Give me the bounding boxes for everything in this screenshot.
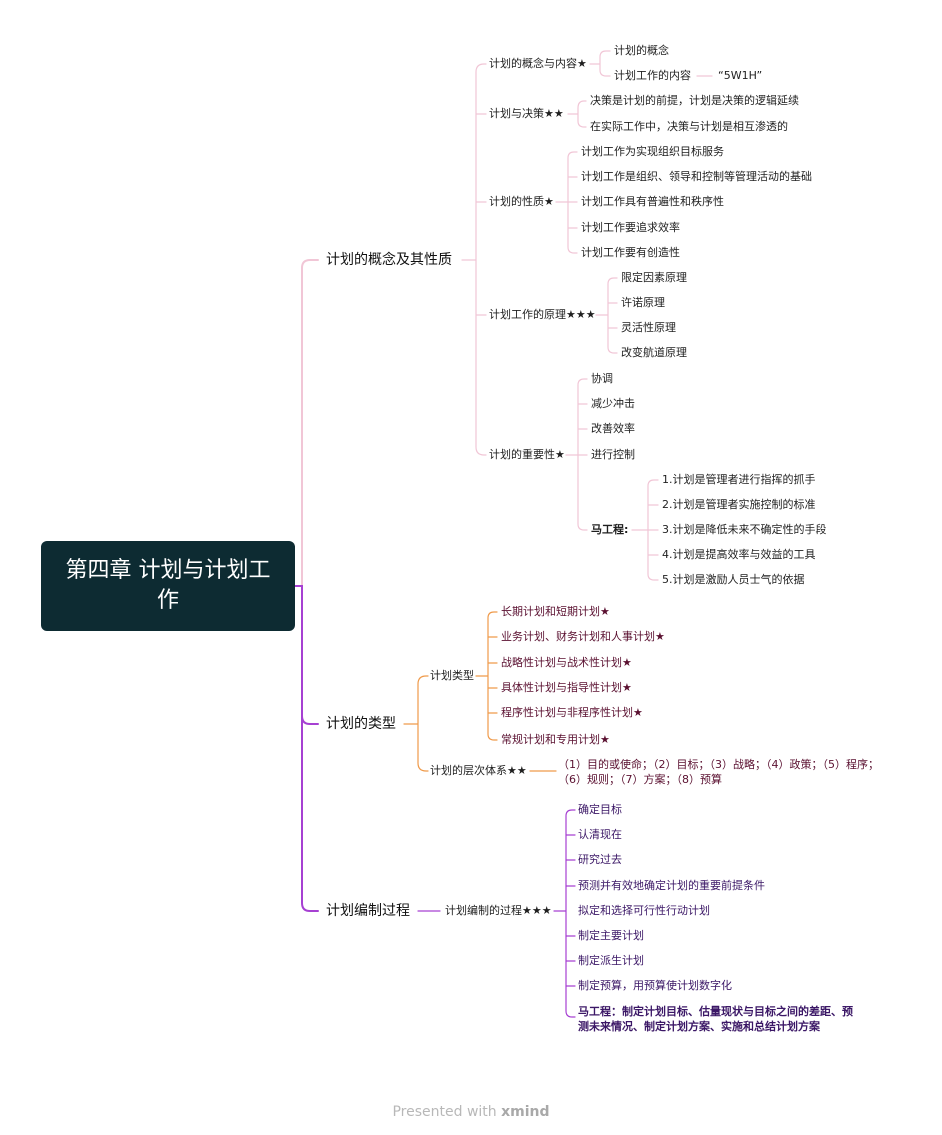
leaf-decision-premise[interactable]: 决策是计划的前提，计划是决策的逻辑延续 bbox=[590, 94, 799, 107]
topic-ma-gongcheng[interactable]: 马工程: bbox=[591, 523, 629, 536]
leaf-process-ma-gongcheng[interactable]: 马工程：制定计划目标、估量现状与目标之间的差距、预测未来情况、制定计划方案、实施… bbox=[578, 1005, 853, 1033]
leaf-kind-4[interactable]: 具体性计划与指导性计划★ bbox=[501, 681, 632, 694]
leaf-hierarchy-list[interactable]: （1）目的或使命；（2）目标；（3）战略；（4）政策；（5）程序；（6）规则；（… bbox=[558, 758, 879, 786]
xmind-logo: xmind bbox=[501, 1104, 550, 1120]
leaf-decision-interpenetrate[interactable]: 在实际工作中，决策与计划是相互渗透的 bbox=[590, 120, 788, 133]
leaf-nature-1[interactable]: 计划工作为实现组织目标服务 bbox=[581, 145, 724, 158]
topic-planning-process[interactable]: 计划编制的过程★★★ bbox=[445, 904, 552, 917]
branch-process-connectors bbox=[417, 809, 576, 1018]
topic-concept-content[interactable]: 计划的概念与内容★ bbox=[489, 57, 587, 70]
leaf-step-3[interactable]: 研究过去 bbox=[578, 853, 622, 866]
topic-plan-nature[interactable]: 计划的性质★ bbox=[489, 195, 554, 208]
leaf-kind-1[interactable]: 长期计划和短期计划★ bbox=[501, 605, 610, 618]
leaf-principle-1[interactable]: 限定因素原理 bbox=[621, 271, 687, 284]
leaf-ma-4[interactable]: 4.计划是提高效率与效益的工具 bbox=[662, 548, 816, 561]
leaf-step-4[interactable]: 预测并有效地确定计划的重要前提条件 bbox=[578, 879, 765, 892]
presented-with-xmind: Presented with xmind bbox=[0, 1104, 942, 1120]
topic-plan-kinds[interactable]: 计划类型 bbox=[430, 669, 474, 682]
leaf-step-2[interactable]: 认清现在 bbox=[578, 828, 622, 841]
topic-plan-decision[interactable]: 计划与决策★★ bbox=[489, 107, 564, 120]
branch-concept-connectors bbox=[461, 50, 713, 581]
leaf-kind-6[interactable]: 常规计划和专用计划★ bbox=[501, 733, 610, 746]
leaf-principle-4[interactable]: 改变航道原理 bbox=[621, 346, 687, 359]
leaf-ma-2[interactable]: 2.计划是管理者实施控制的标准 bbox=[662, 498, 816, 511]
leaf-ma-3[interactable]: 3.计划是降低未来不确定性的手段 bbox=[662, 523, 827, 536]
connector-root-process bbox=[301, 715, 319, 912]
connector-root-concept bbox=[294, 259, 319, 587]
branch-types-connectors bbox=[403, 611, 557, 772]
root-topic[interactable]: 第四章 计划与计划工作 bbox=[41, 541, 295, 631]
leaf-importance-2[interactable]: 减少冲击 bbox=[591, 397, 635, 410]
branch-process[interactable]: 计划编制过程 bbox=[326, 903, 410, 919]
leaf-principle-2[interactable]: 许诺原理 bbox=[621, 296, 665, 309]
leaf-kind-2[interactable]: 业务计划、财务计划和人事计划★ bbox=[501, 630, 665, 643]
leaf-nature-3[interactable]: 计划工作具有普遍性和秩序性 bbox=[581, 195, 724, 208]
leaf-importance-3[interactable]: 改善效率 bbox=[591, 422, 635, 435]
leaf-concept-definition[interactable]: 计划的概念 bbox=[614, 44, 669, 57]
footer-presented-text: Presented with bbox=[392, 1104, 497, 1120]
connector-root-types bbox=[294, 585, 319, 725]
topic-plan-hierarchy[interactable]: 计划的层次体系★★ bbox=[430, 764, 527, 777]
leaf-kind-5[interactable]: 程序性计划与非程序性计划★ bbox=[501, 706, 643, 719]
leaf-principle-3[interactable]: 灵活性原理 bbox=[621, 321, 676, 334]
branch-concept[interactable]: 计划的概念及其性质 bbox=[326, 252, 452, 268]
note-5w1h[interactable]: “5W1H” bbox=[718, 69, 763, 82]
leaf-importance-1[interactable]: 协调 bbox=[591, 372, 613, 385]
leaf-ma-1[interactable]: 1.计划是管理者进行指挥的抓手 bbox=[662, 473, 816, 486]
leaf-importance-4[interactable]: 进行控制 bbox=[591, 448, 635, 461]
leaf-nature-2[interactable]: 计划工作是组织、领导和控制等管理活动的基础 bbox=[581, 170, 812, 183]
leaf-step-6[interactable]: 制定主要计划 bbox=[578, 929, 644, 942]
branch-types[interactable]: 计划的类型 bbox=[326, 716, 396, 732]
leaf-nature-5[interactable]: 计划工作要有创造性 bbox=[581, 246, 680, 259]
leaf-step-5[interactable]: 拟定和选择可行性行动计划 bbox=[578, 904, 710, 917]
leaf-kind-3[interactable]: 战略性计划与战术性计划★ bbox=[501, 656, 632, 669]
topic-plan-principle[interactable]: 计划工作的原理★★★ bbox=[489, 308, 596, 321]
leaf-step-8[interactable]: 制定预算，用预算使计划数字化 bbox=[578, 979, 732, 992]
leaf-step-7[interactable]: 制定派生计划 bbox=[578, 954, 644, 967]
leaf-planning-content[interactable]: 计划工作的内容 bbox=[614, 69, 691, 82]
leaf-nature-4[interactable]: 计划工作要追求效率 bbox=[581, 221, 680, 234]
topic-plan-importance[interactable]: 计划的重要性★ bbox=[489, 448, 565, 461]
leaf-step-1[interactable]: 确定目标 bbox=[578, 803, 622, 816]
leaf-ma-5[interactable]: 5.计划是激励人员士气的依据 bbox=[662, 573, 805, 586]
